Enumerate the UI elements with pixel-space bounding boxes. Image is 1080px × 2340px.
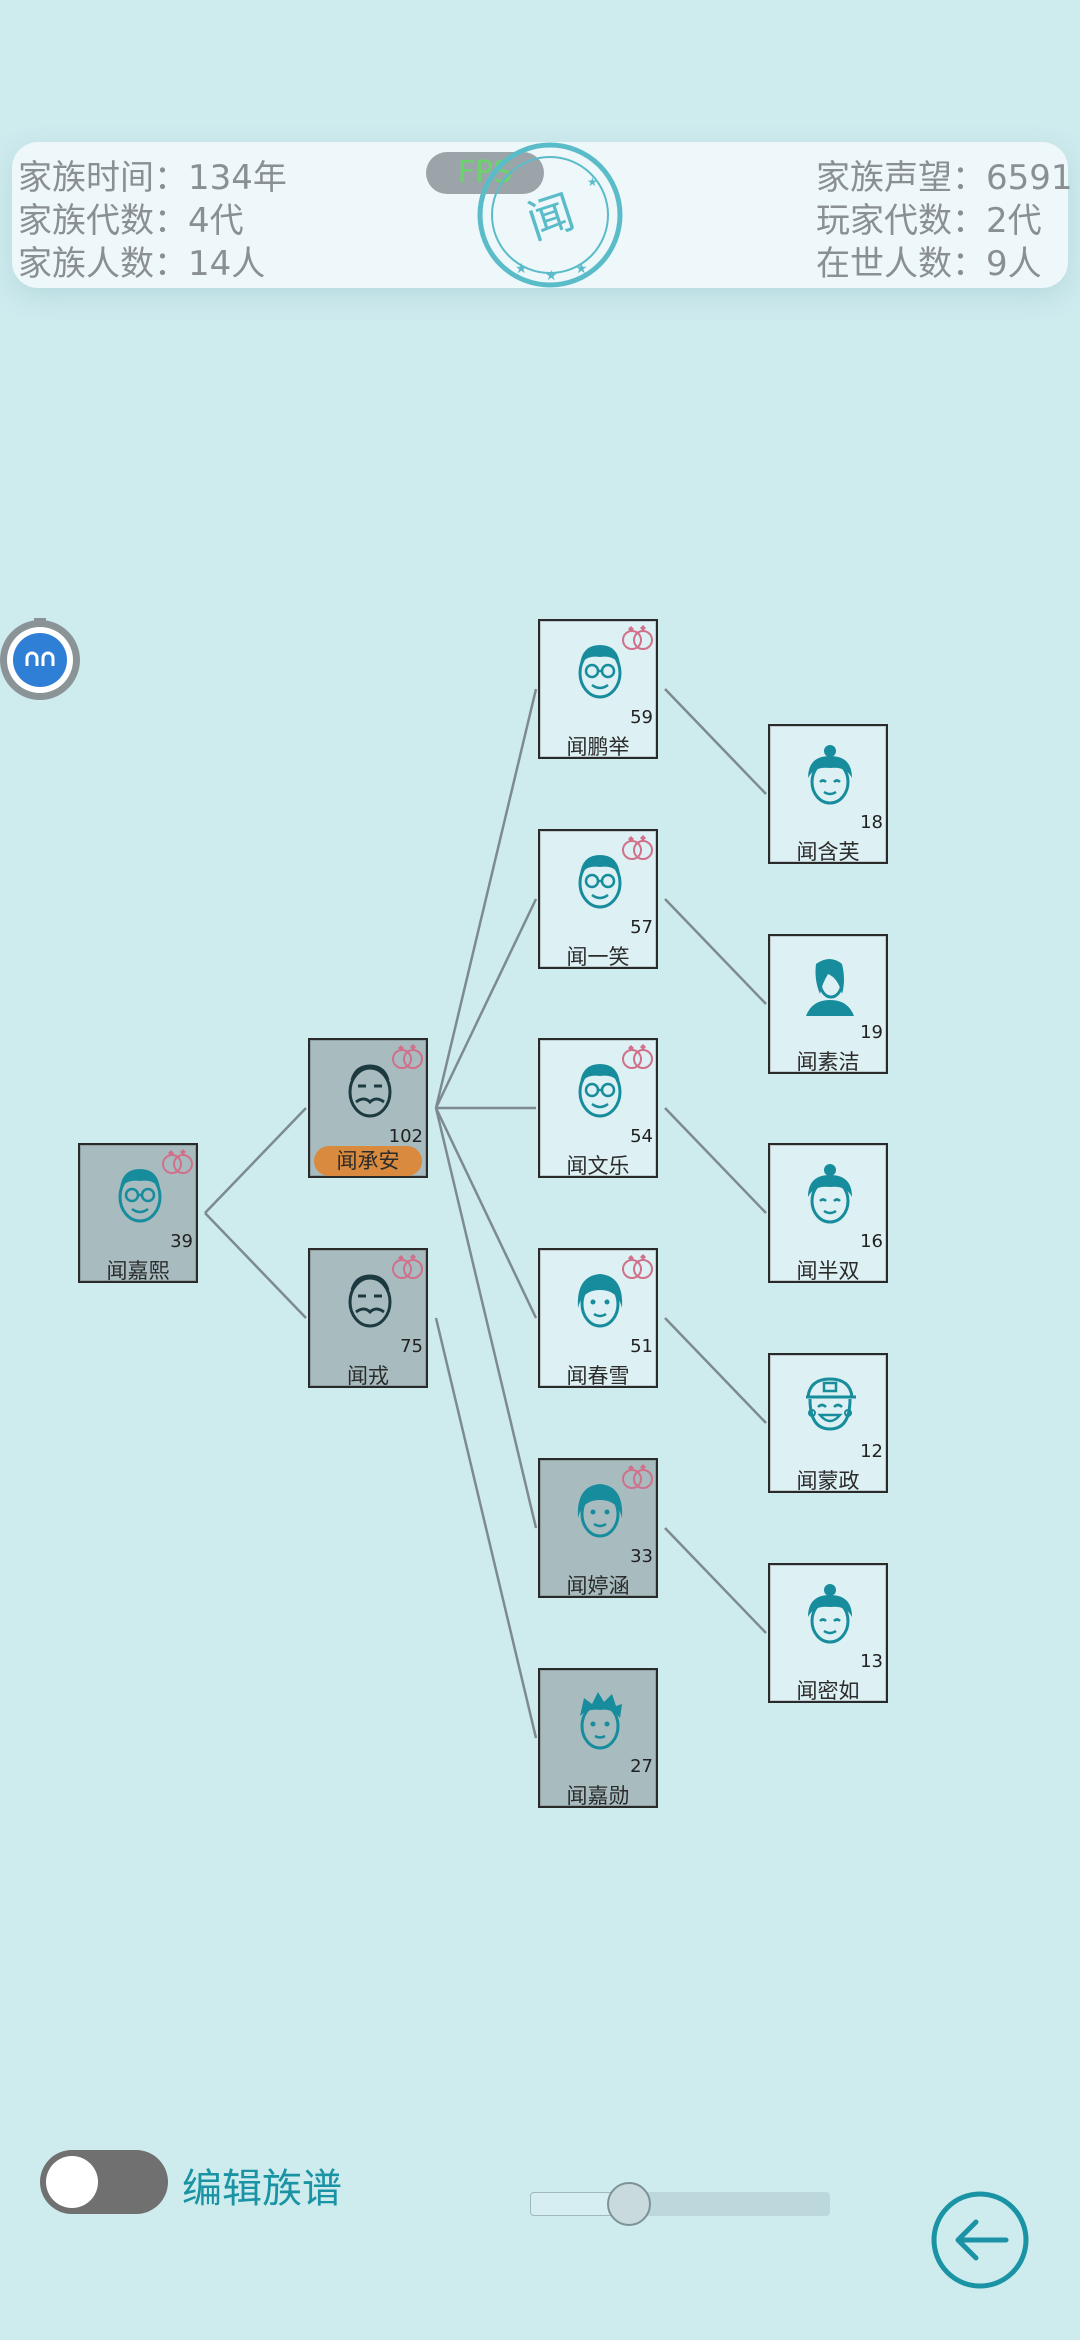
member-age: 16 [860, 1231, 883, 1252]
member-card-sujie[interactable]: 19 闻素洁 [768, 934, 888, 1074]
member-card-tinghan[interactable]: 33 闻婷涵 [538, 1458, 658, 1598]
member-card-jiaxi[interactable]: 39 闻嘉熙 [78, 1143, 198, 1283]
family-members: 家族人数：14人 [18, 244, 266, 284]
member-name: 闻文乐 [566, 1154, 630, 1178]
member-name: 闻戎 [347, 1364, 389, 1388]
edit-family-tree-label: 编辑族谱 [182, 2166, 342, 2212]
zoom-slider[interactable] [530, 2182, 830, 2226]
member-age: 59 [630, 707, 653, 728]
svg-text:★: ★ [575, 261, 588, 277]
member-name: 闻密如 [796, 1679, 860, 1703]
girl-bun-icon [798, 1163, 862, 1227]
seal-char: 闻 [520, 184, 580, 250]
member-age: 54 [630, 1126, 653, 1147]
member-name: 闻含芙 [796, 840, 860, 864]
svg-text:★: ★ [515, 261, 528, 277]
elder-male-icon [338, 1058, 402, 1122]
boy-cap-icon [798, 1373, 862, 1437]
living-members: 在世人数：9人 [816, 244, 1042, 284]
member-card-wenle[interactable]: 54 闻文乐 [538, 1038, 658, 1178]
young-male-icon [568, 1688, 632, 1752]
member-age: 27 [630, 1756, 653, 1777]
woman-longhair-icon [798, 954, 862, 1018]
member-card-chunxue[interactable]: 51 闻春雪 [538, 1248, 658, 1388]
girl-bun-icon [798, 744, 862, 808]
member-name: 闻嘉熙 [106, 1259, 170, 1283]
member-card-banshuang[interactable]: 16 闻半双 [768, 1143, 888, 1283]
floating-assistant-button[interactable] [0, 614, 86, 700]
member-name: 闻一笑 [566, 945, 630, 969]
member-name: 闻半双 [796, 1259, 860, 1283]
member-age: 57 [630, 917, 653, 938]
back-arrow-button[interactable] [930, 2190, 1030, 2290]
member-age: 51 [630, 1336, 653, 1357]
member-card-jiaxun[interactable]: 27 闻嘉勋 [538, 1668, 658, 1808]
member-name: 闻婷涵 [566, 1574, 630, 1598]
player-generations: 玩家代数：2代 [816, 201, 1042, 241]
toggle-knob [46, 2156, 98, 2208]
male-glasses-icon [568, 1058, 632, 1122]
member-age: 12 [860, 1441, 883, 1462]
member-card-chengan[interactable]: 102 闻承安 [308, 1038, 428, 1178]
member-card-mengzheng[interactable]: 12 闻蒙政 [768, 1353, 888, 1493]
member-age: 102 [388, 1126, 423, 1147]
member-age: 18 [860, 812, 883, 833]
member-name-tag: 闻承安 [314, 1146, 422, 1176]
family-prestige: 家族声望：6591 [816, 158, 1073, 198]
family-stats-panel: 家族时间：134年 家族代数：4代 家族人数：14人 家族声望：6591 玩家代… [12, 142, 1073, 288]
family-time: 家族时间：134年 [18, 158, 287, 198]
member-name: 闻嘉勋 [566, 1784, 630, 1808]
female-icon [568, 1478, 632, 1542]
male-glasses-icon [108, 1163, 172, 1227]
slider-thumb[interactable] [607, 2182, 651, 2226]
member-age: 75 [400, 1336, 423, 1357]
member-card-yixiao[interactable]: 57 闻一笑 [538, 829, 658, 969]
member-name: 闻素洁 [796, 1050, 860, 1074]
member-age: 13 [860, 1651, 883, 1672]
member-card-pengju[interactable]: 59 闻鹏举 [538, 619, 658, 759]
member-name: 闻蒙政 [796, 1469, 860, 1493]
family-seal-icon[interactable]: 闻 ★ ★ ★ ★ [467, 138, 633, 292]
member-age: 19 [860, 1022, 883, 1043]
edit-family-tree-toggle[interactable] [40, 2150, 168, 2214]
female-icon [568, 1268, 632, 1332]
svg-text:★: ★ [587, 175, 598, 189]
male-glasses-icon [568, 849, 632, 913]
member-card-hanfu[interactable]: 18 闻含芙 [768, 724, 888, 864]
member-age: 33 [630, 1546, 653, 1567]
member-card-rong[interactable]: 75 闻戎 [308, 1248, 428, 1388]
elder-male-icon [338, 1268, 402, 1332]
family-generations: 家族代数：4代 [18, 201, 244, 241]
member-card-miru[interactable]: 13 闻密如 [768, 1563, 888, 1703]
girl-bun-icon [798, 1583, 862, 1647]
member-name: 闻鹏举 [566, 735, 630, 759]
member-name: 闻春雪 [566, 1364, 630, 1388]
svg-text:★: ★ [545, 268, 558, 284]
male-glasses-icon [568, 639, 632, 703]
member-age: 39 [170, 1231, 193, 1252]
